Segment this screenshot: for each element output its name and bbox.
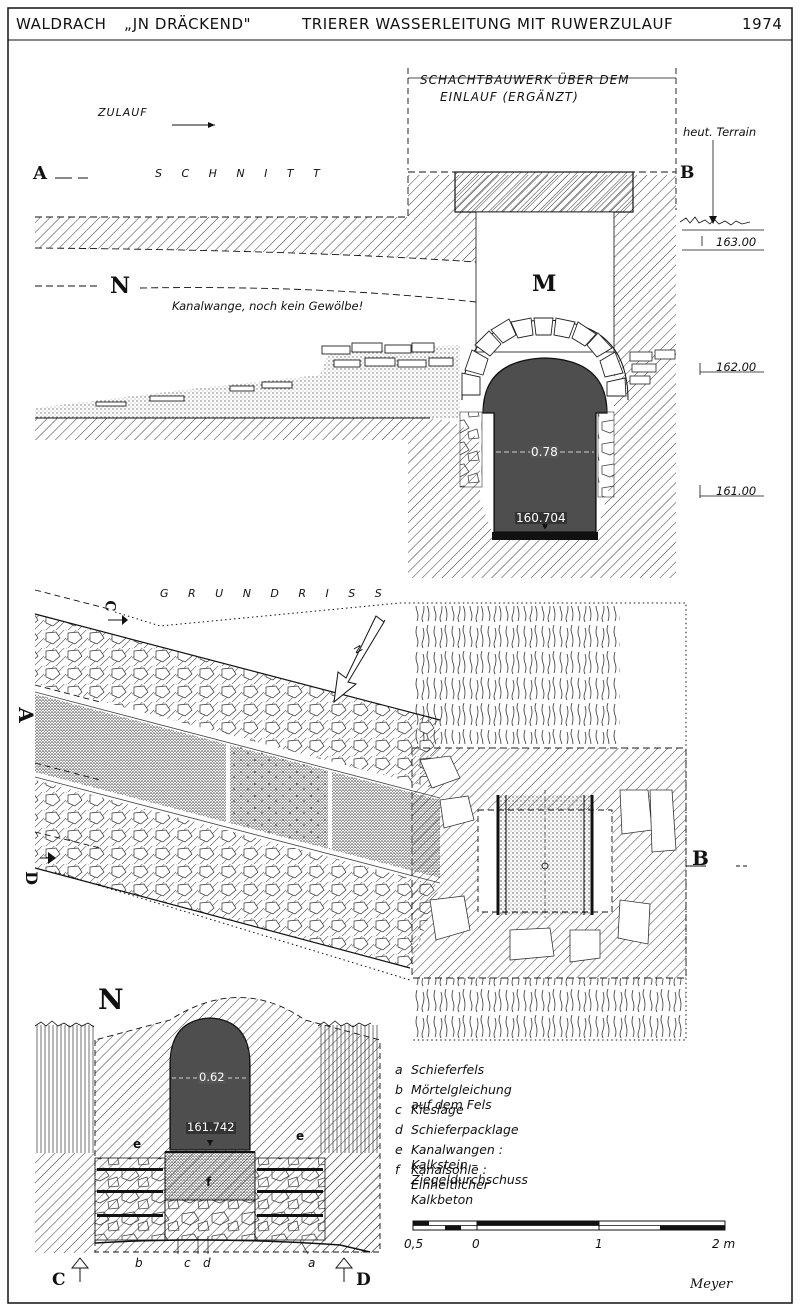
- cross-layer-f: f: [206, 1175, 212, 1189]
- legend-text: Kanalwangen : Kalkstein – Ziegeldurchsch…: [411, 1142, 528, 1187]
- level-162: 162.00: [716, 360, 757, 374]
- header-site: „JN DRÄCKEND": [124, 15, 252, 33]
- shaft-label-1: SCHACHTBAUWERK ÜBER DEM: [420, 73, 630, 87]
- plan-label-d: D: [21, 871, 41, 885]
- section-label-m: M: [532, 271, 557, 297]
- section-label-b: B: [680, 163, 695, 183]
- terrain-label: heut. Terrain: [683, 125, 757, 139]
- scale-tick-two: 2 m: [712, 1237, 736, 1251]
- plan-label-b: B: [692, 846, 709, 870]
- cross-layer-e-right: e: [296, 1129, 305, 1143]
- scale-tick-zero: 0: [472, 1237, 480, 1251]
- section-heading: S C H N I T T: [155, 167, 328, 180]
- legend-text: Kanalsohle : Einheitlicher Kalkbeton: [411, 1162, 489, 1207]
- signature: Meyer: [690, 1277, 733, 1292]
- cross-layer-e-left: e: [133, 1137, 142, 1151]
- level-163: 163.00: [716, 235, 757, 249]
- cross-width: 0.62: [198, 1070, 226, 1084]
- plan-drawing: [34, 589, 748, 1041]
- cross-letter-c: c: [184, 1256, 191, 1270]
- legend-key: c: [395, 1102, 402, 1117]
- shaft-label-2: EINLAUF (ERGÄNZT): [440, 90, 579, 104]
- legend-key: e: [395, 1142, 403, 1157]
- header-year: 1974: [742, 15, 783, 33]
- legend-key: b: [395, 1082, 403, 1097]
- cross-label-n: N: [98, 983, 124, 1016]
- section-label-n: N: [110, 273, 131, 299]
- section-width: 0.78: [530, 445, 559, 459]
- cross-label-d: D: [356, 1270, 371, 1290]
- cross-section-drawing: [34, 997, 381, 1282]
- section-floor-level: 160.704: [515, 511, 567, 525]
- plan-heading: G R U N D R I S S: [160, 587, 390, 600]
- legend-key: a: [395, 1062, 403, 1077]
- scale-bar: [412, 1220, 726, 1231]
- header-place: WALDRACH: [16, 15, 107, 33]
- header-subject: TRIERER WASSERLEITUNG MIT RUWERZULAUF: [302, 15, 674, 33]
- plan-label-c: C: [101, 600, 118, 612]
- level-161: 161.00: [716, 484, 757, 498]
- legend-key: d: [395, 1122, 403, 1137]
- cross-letter-b: b: [135, 1256, 143, 1270]
- sheet-frame: [7, 7, 793, 1304]
- cross-label-c: C: [52, 1270, 66, 1290]
- scale-tick-one: 1: [595, 1237, 603, 1251]
- legend-text: Schieferfels: [411, 1062, 485, 1077]
- legend-text: Mörtelgleichung auf dem Fels: [411, 1082, 512, 1112]
- plan-label-a: A: [13, 707, 38, 723]
- section-label-a: A: [33, 163, 47, 184]
- legend-key: f: [395, 1162, 400, 1177]
- scale-tick-half: 0,5: [404, 1237, 424, 1251]
- cross-letter-a: a: [308, 1256, 316, 1270]
- legend-text: Kieslage: [411, 1102, 464, 1117]
- cross-letter-d: d: [203, 1256, 211, 1270]
- section-drawing: [34, 68, 764, 578]
- inflow-label: ZULAUF: [98, 106, 148, 119]
- wall-note: Kanalwange, noch kein Gewölbe!: [172, 299, 364, 313]
- cross-floor-level: 161.742: [186, 1120, 236, 1134]
- legend-text: Schieferpacklage: [411, 1122, 519, 1137]
